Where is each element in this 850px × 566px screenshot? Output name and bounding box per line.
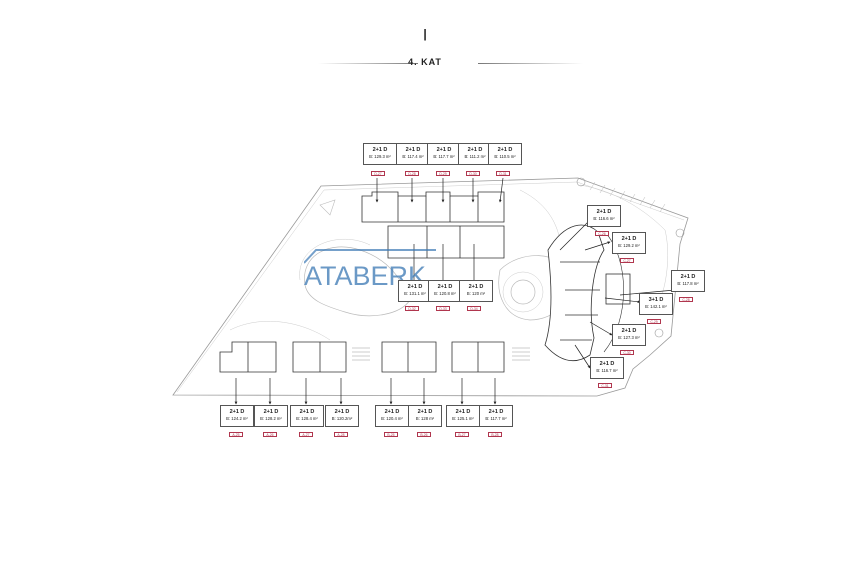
block-a (219, 341, 347, 373)
header-mark: | (423, 27, 427, 41)
unit-code: D-28 (405, 171, 419, 176)
unit-label[interactable]: 2+1 D B: 129.2 m² (612, 232, 646, 254)
unit-code: D-34 (467, 306, 481, 311)
unit-code: C-29 (647, 319, 661, 324)
block-b (381, 341, 505, 373)
title-rule-right (478, 63, 583, 64)
unit-label[interactable]: 2+1 D B: 120.8 m² (428, 280, 462, 302)
unit-label[interactable]: 2+1 D B: 116.7 m² (590, 357, 624, 379)
unit-code: C-31 (598, 383, 612, 388)
central-circle (510, 279, 536, 305)
unit-code: B-26 (417, 432, 431, 437)
unit-code: D-31 (496, 171, 510, 176)
unit-code: D-32 (405, 306, 419, 311)
unit-label[interactable]: 2+1 D B: 127.3 m² (612, 324, 646, 346)
unit-code: C-26 (595, 231, 609, 236)
unit-code: D-30 (466, 171, 480, 176)
site-boundary (172, 177, 689, 397)
unit-label[interactable]: 2+1 D B: 111.2 m² (458, 143, 492, 165)
unit-label[interactable]: 2+1 D B: 128 m² (408, 405, 442, 427)
unit-code: A-26 (263, 432, 277, 437)
unit-label[interactable]: 2+1 D B: 128.2 m² (254, 405, 288, 427)
unit-code: D-27 (371, 171, 385, 176)
unit-label[interactable]: 2+1 D B: 120.2m² (325, 405, 359, 427)
unit-code: B-25 (384, 432, 398, 437)
floor-title: 4. KAT (408, 57, 442, 67)
title-rule-left (318, 63, 418, 64)
unit-code: C-27 (620, 258, 634, 263)
unit-code: A-25 (229, 432, 243, 437)
block-d-upper (361, 191, 505, 223)
unit-code: B-28 (488, 432, 502, 437)
unit-label[interactable]: 2+1 D B: 120 m² (459, 280, 493, 302)
unit-label[interactable]: 2+1 D B: 129.3 m² (363, 143, 397, 165)
unit-code: D-29 (436, 171, 450, 176)
block-c (544, 224, 605, 362)
unit-label[interactable]: 2+1 D B: 131.1 m² (398, 280, 432, 302)
unit-label[interactable]: 2+1 D B: 117.7 m² (479, 405, 513, 427)
unit-code: C-30 (620, 350, 634, 355)
unit-label[interactable]: 2+1 D B: 124.2 m² (220, 405, 254, 427)
unit-label[interactable]: 2+1 D B: 125.1 m² (446, 405, 480, 427)
unit-label[interactable]: 2+1 D B: 110.5 m² (488, 143, 522, 165)
logo-roof-icon (304, 249, 436, 264)
unit-code: C-28 (679, 297, 693, 302)
unit-code: B-27 (455, 432, 469, 437)
unit-code: D-33 (436, 306, 450, 311)
unit-label[interactable]: 2+1 D B: 116.6 m² (587, 205, 621, 227)
unit-label[interactable]: 2+1 D B: 128.4 m² (290, 405, 324, 427)
unit-code: A-28 (334, 432, 348, 437)
unit-code: A-27 (299, 432, 313, 437)
unit-label[interactable]: 2+1 D B: 117.7 m² (427, 143, 461, 165)
unit-label[interactable]: 2+1 D B: 117.4 m² (396, 143, 430, 165)
unit-label[interactable]: 2+1 D B: 120.4 m² (375, 405, 409, 427)
unit-label[interactable]: 3+1 D B: 142.1 m² (639, 293, 673, 315)
unit-label[interactable]: 2+1 D B: 117.8 m² (671, 270, 705, 292)
